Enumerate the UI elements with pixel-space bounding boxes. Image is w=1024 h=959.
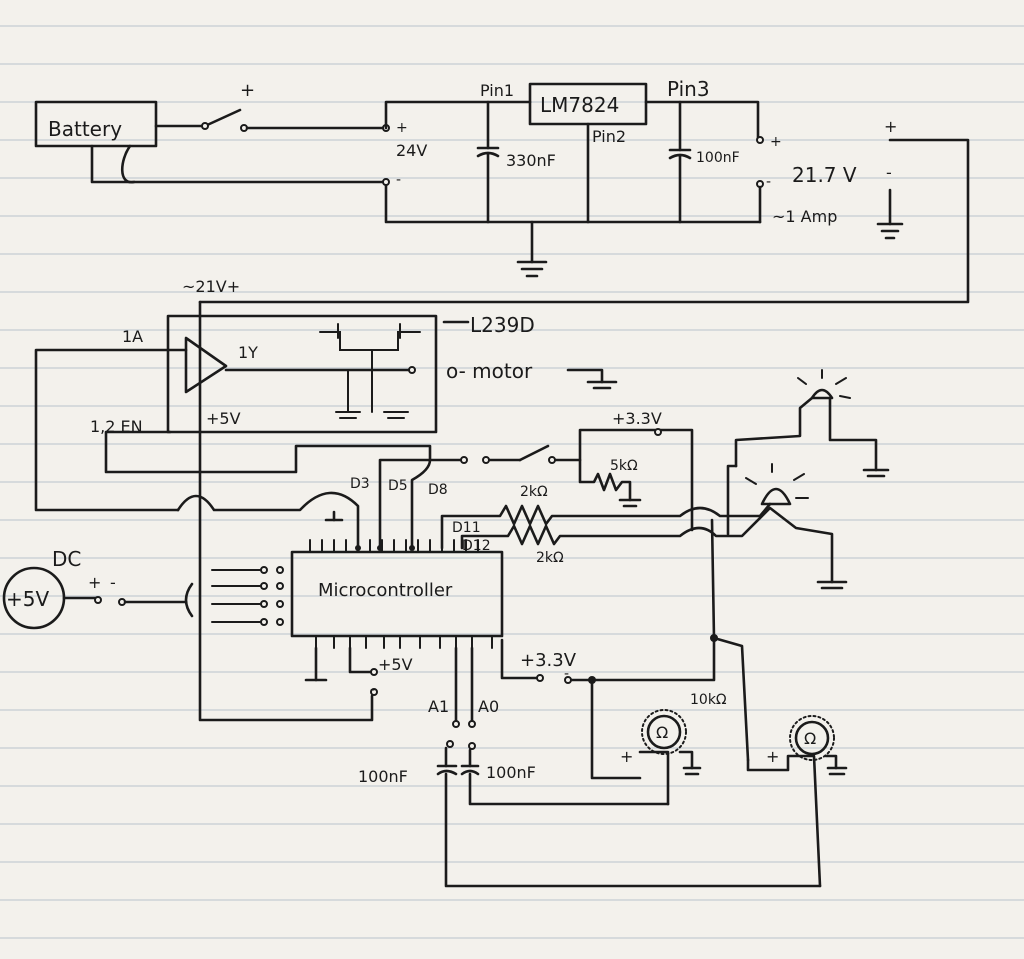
battery-label: Battery	[48, 117, 122, 141]
pin3-label: Pin3	[667, 77, 710, 101]
d3-label: D3	[350, 476, 370, 492]
photoresistor-2-icon: Ω	[789, 715, 835, 761]
svg-text:-: -	[370, 682, 375, 698]
led-2-icon	[726, 463, 809, 536]
driver-label: L239D	[470, 313, 535, 337]
output-voltage-label: 21.7 V	[792, 163, 857, 187]
photoresistor-1-icon: Ω	[641, 709, 687, 755]
regulator-label: LM7824	[540, 93, 619, 117]
pin2-label: Pin2	[592, 127, 626, 146]
cap-a1-label: 100nF	[358, 767, 408, 786]
mcu-5v-label: +5V	[378, 655, 413, 674]
res-10k-label: 10kΩ	[690, 692, 727, 708]
rail-3v3-top-label: +3.3V	[612, 409, 662, 428]
rail-21v-label: ~21V+	[182, 277, 240, 296]
output-current-label: ~1 Amp	[772, 207, 837, 226]
mcu-3v3-label: +3.3V	[520, 650, 577, 671]
d11-label: D11	[452, 520, 481, 536]
svg-text:-: -	[396, 172, 401, 188]
svg-text:-: -	[110, 573, 116, 592]
buffer-triangle	[184, 336, 228, 394]
cap-330nf-label: 330nF	[506, 151, 556, 170]
microcontroller-box	[290, 550, 504, 638]
svg-text:+: +	[88, 573, 101, 592]
power-supply: Battery + + 24V - LM7824 Pin1 Pin3 Pin2 …	[34, 77, 970, 304]
d12-label: D12	[462, 538, 491, 554]
driver-5v-label: +5V	[206, 409, 241, 428]
svg-text:Ω: Ω	[804, 729, 816, 748]
switch-plus-label: +	[240, 80, 255, 101]
battery-box	[34, 100, 158, 148]
svg-text:-: -	[564, 666, 569, 682]
svg-text:-: -	[886, 163, 892, 182]
led-1-icon	[734, 369, 890, 478]
motor-driver: ~21V+ L239D 1A 1Y 1,2 EN +5V o- motor	[34, 277, 618, 512]
svg-text:+: +	[770, 134, 782, 150]
svg-text:+: +	[396, 120, 408, 136]
svg-text:Ω: Ω	[656, 723, 668, 742]
ldr1-plus-label: +	[620, 747, 633, 766]
res-2k-bottom-label: 2kΩ	[536, 550, 564, 566]
res-5k-label: 5kΩ	[610, 458, 638, 474]
motor-label: o- motor	[446, 359, 533, 383]
pin-1y-label: 1Y	[238, 343, 258, 362]
d5-label: D5	[388, 478, 408, 494]
dc-label: DC	[52, 547, 81, 571]
driver-box	[166, 314, 438, 434]
input-24v-label: 24V	[396, 141, 427, 160]
ldr2-plus-label: +	[766, 747, 779, 766]
cap-a0-label: 100nF	[486, 763, 536, 782]
microcontroller-label: Microcontroller	[318, 580, 453, 601]
a1-label: A1	[428, 697, 449, 716]
pin-1a-label: 1A	[122, 327, 143, 346]
svg-text:+: +	[884, 117, 897, 136]
a0-label: A0	[478, 697, 499, 716]
svg-text:-: -	[766, 174, 771, 190]
pin1-label: Pin1	[480, 81, 514, 100]
dc-5v-label: +5V	[6, 587, 49, 611]
cap-100nf-reg-label: 100nF	[696, 150, 740, 166]
res-2k-top-label: 2kΩ	[520, 484, 548, 500]
microcontroller-section: DC +5V + - Microcontroller D3 D5 D8	[2, 300, 890, 888]
d8-label: D8	[428, 482, 448, 498]
